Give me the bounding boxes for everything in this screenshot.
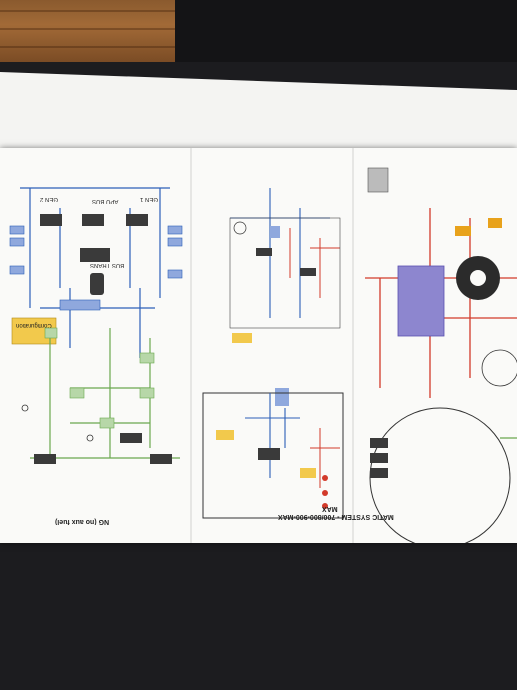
fold-line: [352, 148, 354, 543]
schematic-sheet: [0, 148, 517, 543]
gen1-label: GEN 2: [40, 196, 59, 202]
dark-background: [175, 0, 517, 62]
wood-grain: [0, 28, 175, 30]
gen2-label: GEN 1: [140, 196, 159, 202]
wood-grain: [0, 10, 175, 12]
schematic-drawing: [9, 167, 517, 543]
wood-grain: [0, 46, 175, 48]
fold-line: [190, 148, 192, 543]
diagram-title-left: NG (no aux fuel): [55, 518, 110, 525]
apu-bus-label: APU BUS: [92, 198, 119, 204]
diagram-title-right: MATIC SYSTEM - 700/800-900-MAX: [278, 513, 394, 520]
wood-surface: [0, 0, 175, 62]
bus-transfer-label: BUS TRANS: [90, 262, 125, 268]
configuration-label: Configuration: [16, 322, 52, 328]
section-max-label: MAX: [322, 505, 338, 512]
